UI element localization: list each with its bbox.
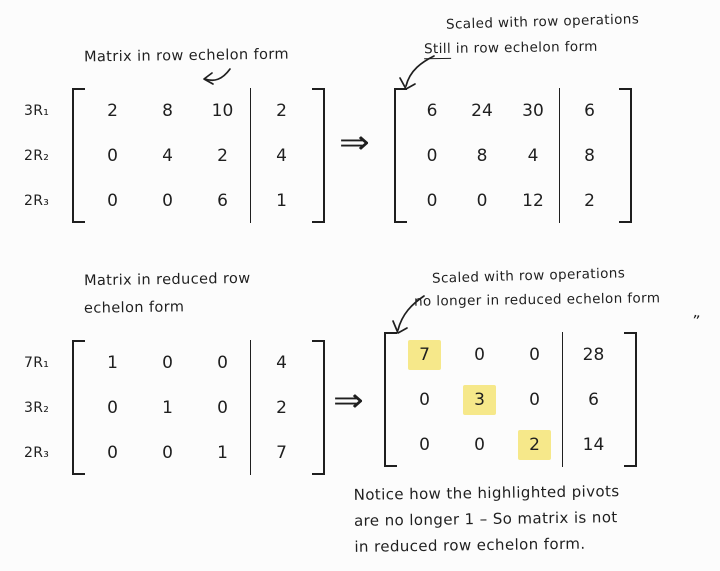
- top-right-caption-line1: Scaled with row operations: [445, 11, 640, 33]
- footnote-line2: are no longer 1 – So matrix is not: [353, 508, 618, 530]
- matrix-cells: 7 0 0 28 0 3 0 6 0 0 2 14: [397, 332, 624, 467]
- matrix-right-bracket: [624, 332, 637, 467]
- matrix-cell: 0: [529, 344, 540, 365]
- matrix-cell: 1: [107, 352, 118, 373]
- matrix-cell: 30: [522, 100, 544, 121]
- matrix-cells: 6 24 30 6 0 8 4 8 0 0 12 2: [407, 88, 619, 223]
- matrix-left-bracket: [384, 332, 397, 467]
- matrix-left-bracket: [72, 88, 85, 223]
- matrix-cell: 1: [217, 442, 228, 463]
- matrix-cell-augmented: 28: [562, 332, 624, 377]
- matrix-cell: 0: [474, 434, 485, 455]
- bottom-left-title-line1: Matrix in reduced row: [83, 270, 251, 290]
- matrix-cell: 0: [107, 442, 118, 463]
- matrix-cell-augmented: 4: [250, 133, 312, 178]
- top-left-title: Matrix in row echelon form: [83, 46, 290, 66]
- matrix-cell: 1: [162, 397, 173, 418]
- matrix-cell-augmented: 1: [250, 178, 312, 223]
- matrix-cell-augmented: 4: [250, 340, 312, 385]
- matrix-cell-augmented: 8: [559, 133, 619, 178]
- matrix-right-bracket: [619, 88, 632, 223]
- matrix-cell: 0: [419, 434, 430, 455]
- pivot-highlight-cell: 3: [463, 384, 496, 415]
- pivot-highlight-cell: 7: [408, 339, 441, 370]
- bottom-left-title-line2: echelon form: [83, 299, 185, 317]
- row-label: 3R₂: [24, 399, 50, 416]
- matrix-cell: 0: [474, 344, 485, 365]
- row-label: 2R₂: [24, 147, 50, 164]
- matrix-cell: 6: [217, 190, 228, 211]
- implies-arrow: ⇒: [338, 123, 370, 161]
- matrix-cell: 12: [522, 190, 544, 211]
- matrix-cell: 2: [217, 145, 228, 166]
- matrix-left-bracket: [72, 340, 85, 475]
- augmented-matrix: 7 0 0 28 0 3 0 6 0 0 2 14: [384, 332, 637, 467]
- footnote-line3: in reduced row echelon form.: [354, 534, 586, 556]
- augmented-matrix: 1 0 0 4 0 1 0 2 0 0 1 7: [72, 340, 325, 475]
- matrix-cell: 4: [527, 145, 539, 166]
- matrix-cell-augmented: 6: [559, 88, 619, 133]
- matrix-cell-augmented: 2: [250, 88, 312, 133]
- pivot-highlight-cell: 2: [518, 429, 551, 460]
- row-label: 2R₃: [24, 444, 50, 461]
- matrix-cell: 8: [162, 100, 173, 121]
- matrix-cell: 0: [426, 190, 438, 211]
- matrix-cells: 2 8 10 2 0 4 2 4 0 0 6 1: [85, 88, 312, 223]
- matrix-cell-augmented: 2: [250, 385, 312, 430]
- caption-rest: in row echelon form: [451, 38, 598, 57]
- row-multiplier-labels: 3R₁ 2R₂ 2R₃: [24, 88, 66, 223]
- curved-arrow-down-left-icon: [200, 66, 234, 88]
- augmented-matrix: 2 8 10 2 0 4 2 4 0 0 6 1: [72, 88, 325, 223]
- bottom-right-caption-line1: Scaled with row operations: [431, 265, 626, 287]
- matrix-cell: 0: [162, 352, 173, 373]
- augmented-matrix: 6 24 30 6 0 8 4 8 0 0 12 2: [394, 88, 632, 223]
- matrix-right-bracket: [312, 88, 325, 223]
- top-right-caption-line2: Still in row echelon form: [423, 38, 598, 60]
- matrix-cell-augmented: 14: [562, 422, 624, 467]
- matrix-cell: 0: [107, 145, 118, 166]
- matrix-group-scaled-row-echelon: 6 24 30 6 0 8 4 8 0 0 12 2: [394, 88, 632, 223]
- matrix-cells: 1 0 0 4 0 1 0 2 0 0 1 7: [85, 340, 312, 475]
- curved-arrow-down-left-icon: [390, 292, 428, 338]
- matrix-right-bracket: [312, 340, 325, 475]
- matrix-cell: 0: [217, 397, 228, 418]
- matrix-cell-augmented: 2: [559, 178, 619, 223]
- matrix-group-rref: 7R₁ 3R₂ 2R₃ 1 0 0 4 0 1 0 2 0 0 1 7: [24, 340, 325, 475]
- matrix-cell: 0: [476, 190, 488, 211]
- footnote-line1: Notice how the highlighted pivots: [353, 482, 620, 504]
- matrix-cell: 0: [529, 389, 540, 410]
- row-multiplier-labels: 7R₁ 3R₂ 2R₃: [24, 340, 66, 475]
- matrix-cell-augmented: 7: [250, 430, 312, 475]
- matrix-cell: 0: [107, 190, 118, 211]
- ditto-mark: ”: [690, 311, 701, 331]
- footnote: Notice how the highlighted pivots are no…: [353, 478, 620, 560]
- row-label: 7R₁: [24, 354, 50, 371]
- matrix-left-bracket: [394, 88, 407, 223]
- matrix-cell: 0: [162, 442, 173, 463]
- row-label: 2R₃: [24, 192, 50, 209]
- matrix-cell-augmented: 6: [562, 377, 624, 422]
- matrix-cell: 0: [426, 145, 438, 166]
- matrix-group-row-echelon: 3R₁ 2R₂ 2R₃ 2 8 10 2 0 4 2 4 0 0 6 1: [24, 88, 325, 223]
- matrix-cell: 24: [471, 100, 493, 121]
- bottom-right-caption-line2: no longer in reduced echelon form: [413, 290, 661, 310]
- matrix-cell: 0: [217, 352, 228, 373]
- row-label: 3R₁: [24, 102, 50, 119]
- matrix-cell: 8: [476, 145, 488, 166]
- matrix-cell: 0: [162, 190, 173, 211]
- implies-arrow: ⇒: [332, 381, 364, 419]
- matrix-cell: 6: [426, 100, 438, 121]
- matrix-group-scaled-not-rref: 7 0 0 28 0 3 0 6 0 0 2 14: [384, 332, 637, 467]
- matrix-cell: 0: [419, 389, 430, 410]
- matrix-cell: 2: [107, 100, 118, 121]
- matrix-cell: 4: [162, 145, 173, 166]
- matrix-cell: 0: [107, 397, 118, 418]
- matrix-cell: 10: [211, 100, 234, 121]
